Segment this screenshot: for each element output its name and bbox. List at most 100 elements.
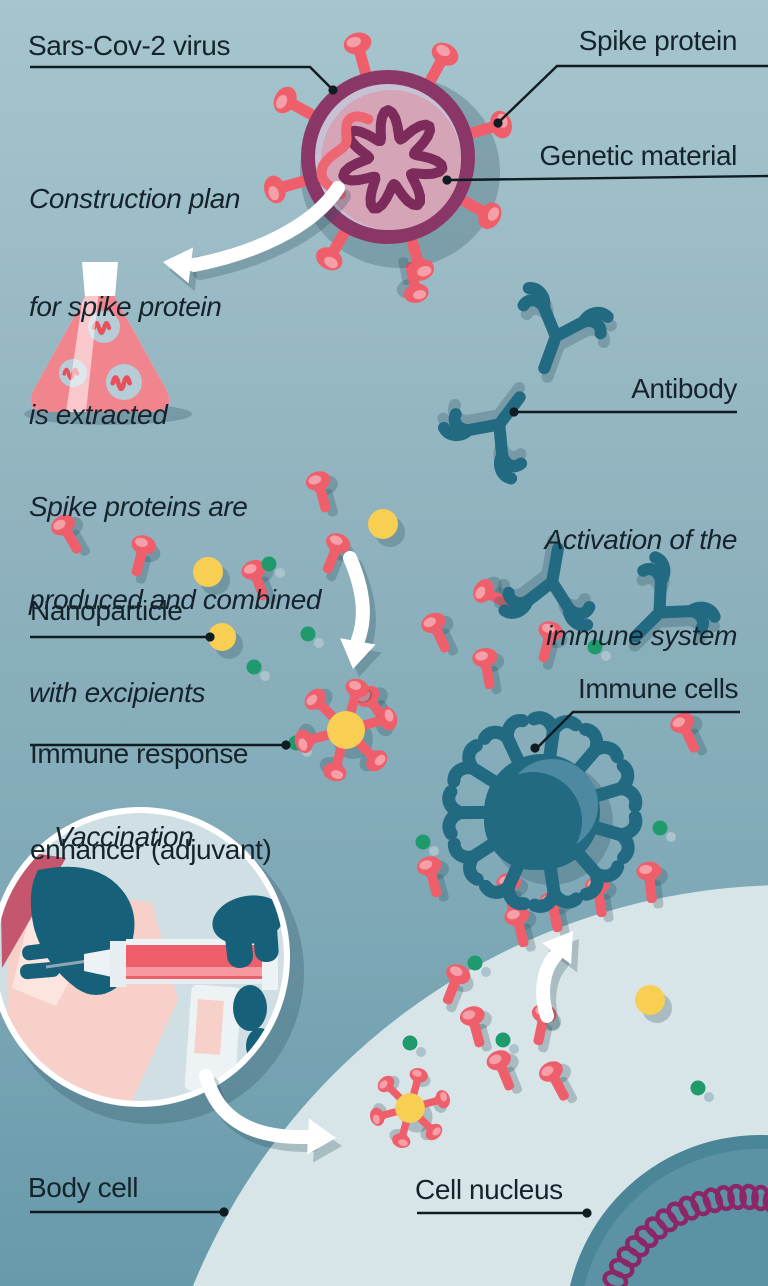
spike-protein-icon — [424, 42, 459, 87]
mrna-strand-icon — [316, 111, 374, 200]
leader-dot-nucleus — [582, 1208, 592, 1218]
mrna-squiggle-icon — [110, 375, 132, 392]
label-adjuvant-line-2: enhancer (adjuvant) — [30, 834, 272, 865]
spike-head-highlight — [419, 860, 433, 870]
spike-stem — [469, 1019, 485, 1048]
adjuvant-dot-shadow — [314, 638, 324, 648]
spike-head-highlight — [432, 1127, 441, 1136]
note-activation-line-2: immune system — [546, 620, 737, 651]
vaccine-particle-core — [327, 711, 365, 749]
spike-stem — [406, 235, 424, 267]
spike-head-highlight — [268, 186, 279, 201]
spike-protein-icon — [406, 235, 435, 281]
spike-protein-icon — [421, 612, 459, 656]
adjuvant-dot-icon — [415, 834, 431, 850]
spike-protein-icon — [539, 1061, 578, 1104]
spike-head-highlight — [329, 535, 343, 546]
spike-head-highlight — [384, 709, 394, 722]
spike-stem — [345, 691, 361, 718]
syringe-barrel-top — [126, 939, 268, 945]
adjuvant-dot-shadow — [416, 1047, 426, 1057]
spike-head-highlight — [243, 564, 257, 574]
vaccination-inset — [0, 813, 284, 1101]
adjuvant-dot-icon — [261, 556, 277, 572]
dna-coil-icon — [690, 1190, 712, 1217]
antibody-body — [438, 391, 528, 485]
antibody-icon — [437, 382, 528, 485]
spike-protein-icon — [442, 964, 474, 1013]
adjuvant-dot-icon — [652, 820, 668, 836]
syringe-liquid-stripe — [126, 967, 268, 976]
spike-head-highlight — [506, 910, 520, 920]
spike-head-highlight — [346, 36, 361, 48]
adjuvant-dot-icon — [402, 1035, 418, 1051]
spike-protein-icon — [131, 535, 161, 584]
spike-protein-icon — [51, 514, 91, 556]
spike-head-highlight — [298, 738, 308, 751]
adjuvant-dot-shadow — [666, 832, 676, 842]
nanoparticle-icon — [635, 985, 665, 1015]
leader-dot-adjuvant — [281, 740, 291, 750]
spike-head-highlight — [306, 694, 318, 706]
spike-protein-icon — [294, 723, 334, 753]
gauze-pad-skin — [194, 999, 224, 1055]
spike-stem — [644, 875, 657, 904]
note-extraction: Construction plan for spike protein is e… — [29, 109, 241, 469]
spike-protein-icon — [457, 194, 502, 230]
dna-coil-icon — [702, 1187, 724, 1214]
spike-head-highlight — [417, 266, 432, 277]
immune-cell-body-overlay — [484, 772, 582, 870]
spike-head-highlight — [440, 1091, 448, 1102]
nanoparticle-icon — [368, 509, 398, 539]
nanoparticle-icon — [193, 557, 223, 587]
spike-head-highlight — [423, 617, 436, 628]
spike-head-highlight — [53, 519, 66, 530]
glove-finger — [224, 923, 254, 969]
spike-head-highlight — [672, 717, 685, 728]
spike-head-highlight — [330, 770, 344, 780]
adjuvant-dot-shadow — [260, 671, 270, 681]
leader-dot-antibody — [509, 407, 519, 417]
label-adjuvant-line-1: Immune response — [30, 738, 249, 769]
spike-stem — [328, 226, 351, 257]
note-production-line-1: Spike proteins are — [29, 491, 248, 522]
dna-coil-icon — [678, 1195, 700, 1221]
syringe-collar — [110, 941, 126, 987]
spike-head-highlight — [412, 1069, 422, 1077]
adjuvant-dot-icon — [690, 1080, 706, 1096]
leader-line-immune — [537, 710, 740, 748]
adjuvant-dot-shadow — [481, 967, 491, 977]
antibody-body — [498, 542, 596, 632]
mrna-squiggle-icon — [91, 320, 112, 336]
antibody-icon — [493, 534, 596, 632]
adjuvant-dot-icon — [495, 1032, 511, 1048]
note-production-line-2: produced and combined — [29, 584, 322, 615]
spike-head-highlight — [324, 256, 338, 269]
label-sars-cov-2-virus: Sars-Cov-2 virus — [28, 30, 231, 61]
spike-protein-icon — [670, 712, 708, 756]
spike-protein-icon — [459, 1006, 492, 1052]
spike-stem — [287, 98, 318, 121]
spike-stem — [379, 1107, 401, 1119]
spike-protein-icon — [273, 86, 318, 121]
spike-stem — [251, 572, 269, 601]
spike-stem — [680, 725, 700, 753]
spike-stem — [481, 661, 495, 690]
note-production-line-3: with excipients — [29, 677, 206, 708]
spike-stem — [548, 904, 563, 933]
spike-stem — [131, 548, 147, 577]
spike-shadow-stem — [326, 554, 344, 582]
spike-head-highlight — [374, 754, 386, 766]
spike-stem — [442, 977, 461, 1005]
process-arrow-icon-2 — [343, 551, 370, 647]
dna-coil-icon — [751, 1184, 768, 1212]
leader-dot-sars — [328, 85, 338, 95]
spike-stem — [457, 194, 488, 217]
spike-protein-icon — [389, 1117, 411, 1148]
process-arrow-icon-3 — [199, 1069, 313, 1145]
spike-protein-icon — [472, 647, 505, 695]
antibody-icon — [628, 551, 721, 652]
label-spike-protein: Spike protein — [578, 25, 738, 56]
